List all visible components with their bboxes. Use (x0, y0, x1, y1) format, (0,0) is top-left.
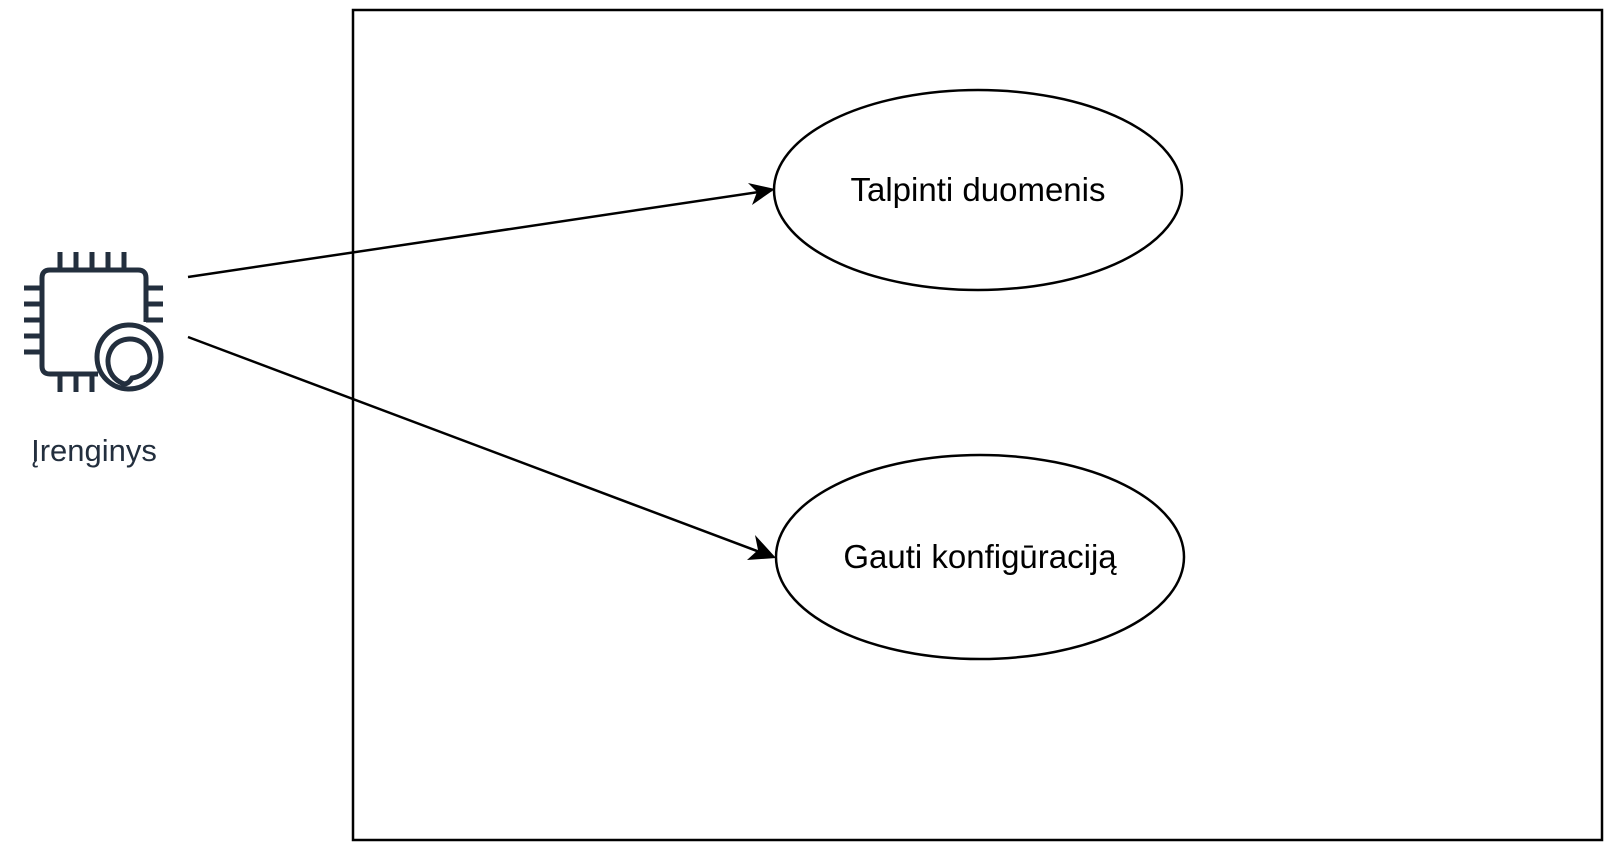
microchip-icon (24, 252, 164, 392)
use-case-talpinti-duomenis[interactable]: Talpinti duomenis (772, 88, 1184, 292)
actor-label: Įrenginys (31, 433, 157, 468)
system-boundary[interactable] (351, 8, 1604, 842)
use-case-label: Talpinti duomenis (851, 171, 1106, 208)
use-case-gauti-konfiguracija[interactable]: Gauti konfigūraciją (774, 453, 1186, 661)
actor-device[interactable]: Įrenginys (24, 252, 164, 468)
arrowhead-talpinti (748, 183, 775, 205)
connector-to-talpinti[interactable] (187, 188, 773, 279)
use-case-label: Gauti konfigūraciją (843, 538, 1117, 575)
connector-to-gauti[interactable] (187, 335, 774, 559)
arrowhead-gauti (747, 535, 776, 560)
